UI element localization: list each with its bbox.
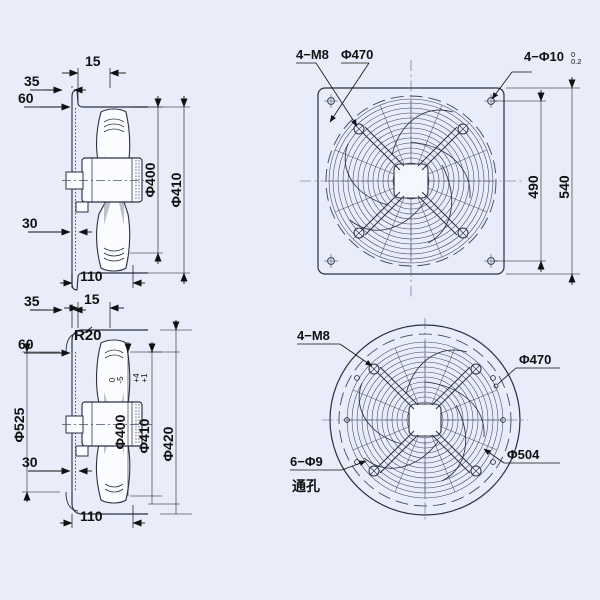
dim-label-110-b: 110	[80, 508, 103, 524]
flange-lip-top	[71, 89, 148, 108]
dim-label-35-b: 35	[24, 293, 40, 309]
view-bottom-left-side-section: 35 15 R20 60 30	[11, 291, 192, 528]
view-top-right-square-flange: 4−M8 Φ470 4−Φ10 0 0.2 490	[296, 47, 581, 300]
dim-label-490: 490	[525, 175, 541, 199]
dimension-phi400-b: Φ400 0 -5	[108, 342, 162, 497]
terminal-box-2	[75, 445, 89, 457]
support-struts-round	[368, 363, 482, 477]
dim-label-phi400-b: Φ400	[112, 414, 128, 449]
dimension-110-b: 110	[60, 505, 145, 528]
dim-label-35: 35	[24, 73, 40, 89]
tol-lower-phi410: +1	[140, 373, 149, 383]
dim-label-60-b: 60	[18, 336, 34, 352]
dim-label-phi525: Φ525	[11, 407, 27, 442]
impeller-blades-round	[358, 349, 485, 482]
dimension-phi410-b: Φ410 +4 +1	[132, 342, 180, 505]
dim-label-15: 15	[85, 53, 101, 69]
view-bottom-right-round-flange: 4−M8 Φ470 6−Φ9 通孔 Φ504	[290, 318, 560, 522]
callout-4-m8-square: 4−M8	[296, 47, 358, 127]
flange-lip-r20-top	[71, 329, 148, 352]
dimension-540: 540	[506, 77, 580, 285]
dimension-phi420: Φ420	[160, 320, 192, 515]
dimension-110: 110	[60, 265, 145, 288]
dim-label-phi420: Φ420	[160, 426, 176, 461]
callout-6-phi9: 6−Φ9 通孔	[290, 454, 367, 494]
flange-lip-r20-bottom	[71, 492, 148, 515]
tol-lower-phi400: -5	[116, 376, 125, 384]
callout-label-phi470-round: Φ470	[519, 352, 551, 367]
callout-label-4-m8-square: 4−M8	[296, 47, 329, 62]
dim-label-60: 60	[18, 90, 34, 106]
dimension-15: 15	[62, 53, 126, 88]
dim-label-phi400: Φ400	[142, 162, 158, 197]
callout-4-phi10: 4−Φ10 0 0.2	[491, 49, 581, 100]
callout-label-r20: R20	[74, 327, 102, 344]
callout-phi470-round: Φ470	[493, 352, 560, 389]
dimension-490: 490	[493, 90, 546, 272]
dimension-phi410: Φ410	[148, 96, 190, 284]
tol-upper-phi400: 0	[108, 377, 117, 382]
motor-housing	[81, 157, 143, 203]
callout-label-phi470-square: Φ470	[341, 47, 373, 62]
dimension-60: 60	[18, 90, 71, 111]
callout-label-phi504: Φ504	[507, 447, 540, 462]
dim-label-540: 540	[556, 175, 572, 199]
dimension-35: 35	[24, 73, 86, 94]
dimension-phi400: Φ400	[130, 96, 163, 264]
callout-phi470-square: Φ470	[329, 47, 373, 123]
dimension-30-b: 30	[22, 454, 92, 475]
callout-label-6-phi9: 6−Φ9	[290, 454, 323, 469]
callout-label-4-m8-round: 4−M8	[297, 328, 330, 343]
dimension-30: 30	[22, 215, 92, 236]
callout-r20: R20	[74, 326, 102, 344]
callout-4-m8-round: 4−M8	[297, 328, 373, 367]
callout-label-4-phi10: 4−Φ10	[524, 49, 564, 64]
terminal-box	[75, 201, 89, 213]
dimension-35-b: 35	[24, 293, 86, 328]
dim-label-30: 30	[22, 215, 38, 231]
through-holes-phi9	[344, 375, 506, 465]
impeller-hub	[393, 163, 429, 199]
dim-label-phi410-b: Φ410	[136, 418, 152, 453]
dim-label-30-b: 30	[22, 454, 38, 470]
callout-phi504: Φ504	[483, 447, 560, 464]
dim-label-phi410: Φ410	[168, 172, 184, 207]
tol-upper-phi410: +4	[132, 373, 141, 383]
dim-label-110: 110	[80, 268, 103, 284]
callout-label-through-hole: 通孔	[292, 478, 320, 494]
impeller-blades-square	[344, 109, 471, 244]
bolt-circle-phi470	[325, 95, 497, 267]
tol-lower-phi10: 0.2	[571, 57, 581, 66]
view-top-left-side-section: 15 35 60 30 110	[18, 53, 190, 291]
dimension-phi525: Φ525	[11, 342, 60, 502]
impeller-hub-round	[408, 403, 442, 437]
dimension-15-b: 15	[64, 291, 124, 328]
tol-upper-phi10: 0	[571, 50, 575, 59]
dim-label-15-b: 15	[84, 291, 100, 307]
